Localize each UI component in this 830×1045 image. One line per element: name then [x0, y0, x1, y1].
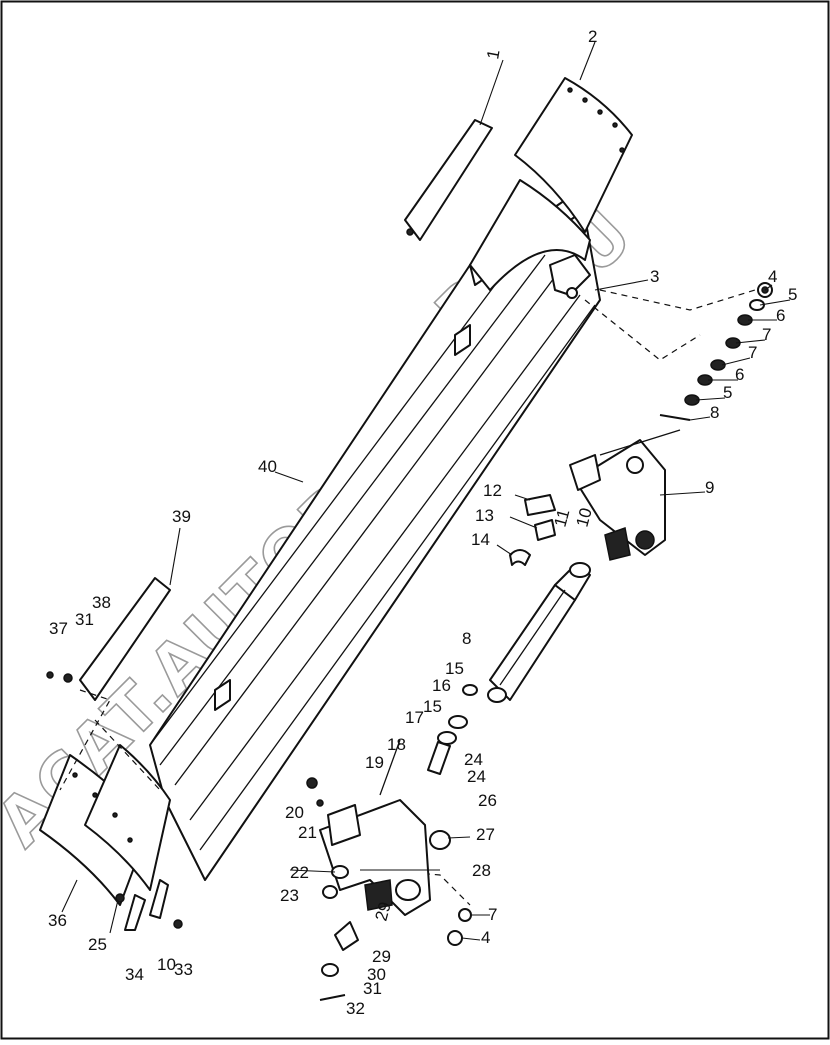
callout-number: 15: [445, 659, 464, 678]
bracket-part-9: [569, 429, 681, 561]
callout-number: 7: [762, 325, 771, 344]
plate-part-1: [404, 119, 493, 241]
callout-number: 36: [48, 911, 67, 930]
callout-number: 6: [776, 306, 785, 325]
callout-number: 27: [476, 825, 495, 844]
callout-number: 24: [464, 750, 483, 769]
callout-number: 7: [748, 343, 757, 362]
plate-part-39: [79, 577, 171, 701]
callout-number: 39: [172, 507, 191, 526]
callout-number: 2: [588, 27, 597, 46]
callout-number: 18: [387, 735, 406, 754]
callout-number: 11: [551, 507, 574, 529]
callout-number: 40: [258, 457, 277, 476]
callout-number: 33: [174, 960, 193, 979]
callout-number: 24: [467, 767, 486, 786]
callout-number: 38: [92, 593, 111, 612]
callout-number: 7: [488, 905, 497, 924]
callout-number: 13: [475, 506, 494, 525]
callout-number: 25: [88, 935, 107, 954]
callout-number: 26: [478, 791, 497, 810]
pin-stack: [427, 684, 478, 775]
callout-number: 14: [471, 530, 490, 549]
callout-number: 6: [735, 365, 744, 384]
callout-number: 4: [481, 928, 490, 947]
callout-number: 8: [462, 629, 471, 648]
callout-number: 19: [365, 753, 384, 772]
callout-number: 30: [367, 965, 386, 984]
callout-number: 29: [372, 947, 391, 966]
callout-number: 3: [650, 267, 659, 286]
curved-plate-part-2: [469, 77, 633, 291]
callout-number: 15: [423, 697, 442, 716]
callout-number: 9: [705, 478, 714, 497]
hardware-lower: [46, 671, 472, 1001]
callout-number: 20: [285, 803, 304, 822]
callout-number: 37: [49, 619, 68, 638]
callout-number: 10: [157, 955, 176, 974]
callout-number: 16: [432, 676, 451, 695]
callout-number: 22: [290, 863, 309, 882]
curved-plate-part-36: [39, 744, 171, 931]
callout-number: 23: [280, 886, 299, 905]
callout-number: 1: [483, 48, 503, 61]
callout-number: 31: [363, 979, 382, 998]
hydraulic-cylinder: [487, 562, 591, 703]
leader-lines: [61, 41, 791, 941]
callout-number: 5: [788, 285, 797, 304]
callout-number: 29: [372, 900, 395, 923]
callout-number: 5: [723, 383, 732, 402]
bracket-part-28: [319, 739, 451, 916]
callout-number: 4: [768, 267, 777, 286]
callout-number: 34: [125, 965, 144, 984]
small-parts-12-14: [509, 494, 556, 566]
callout-number: 10: [573, 506, 596, 529]
callout-number: 31: [75, 610, 94, 629]
callout-number: 17: [405, 708, 424, 727]
callout-number: 28: [472, 861, 491, 880]
callout-number: 8: [710, 403, 719, 422]
callout-number: 12: [483, 481, 502, 500]
callout-number: 32: [346, 999, 365, 1018]
main-frame-part-40: [149, 189, 601, 881]
callout-number: 21: [298, 823, 317, 842]
